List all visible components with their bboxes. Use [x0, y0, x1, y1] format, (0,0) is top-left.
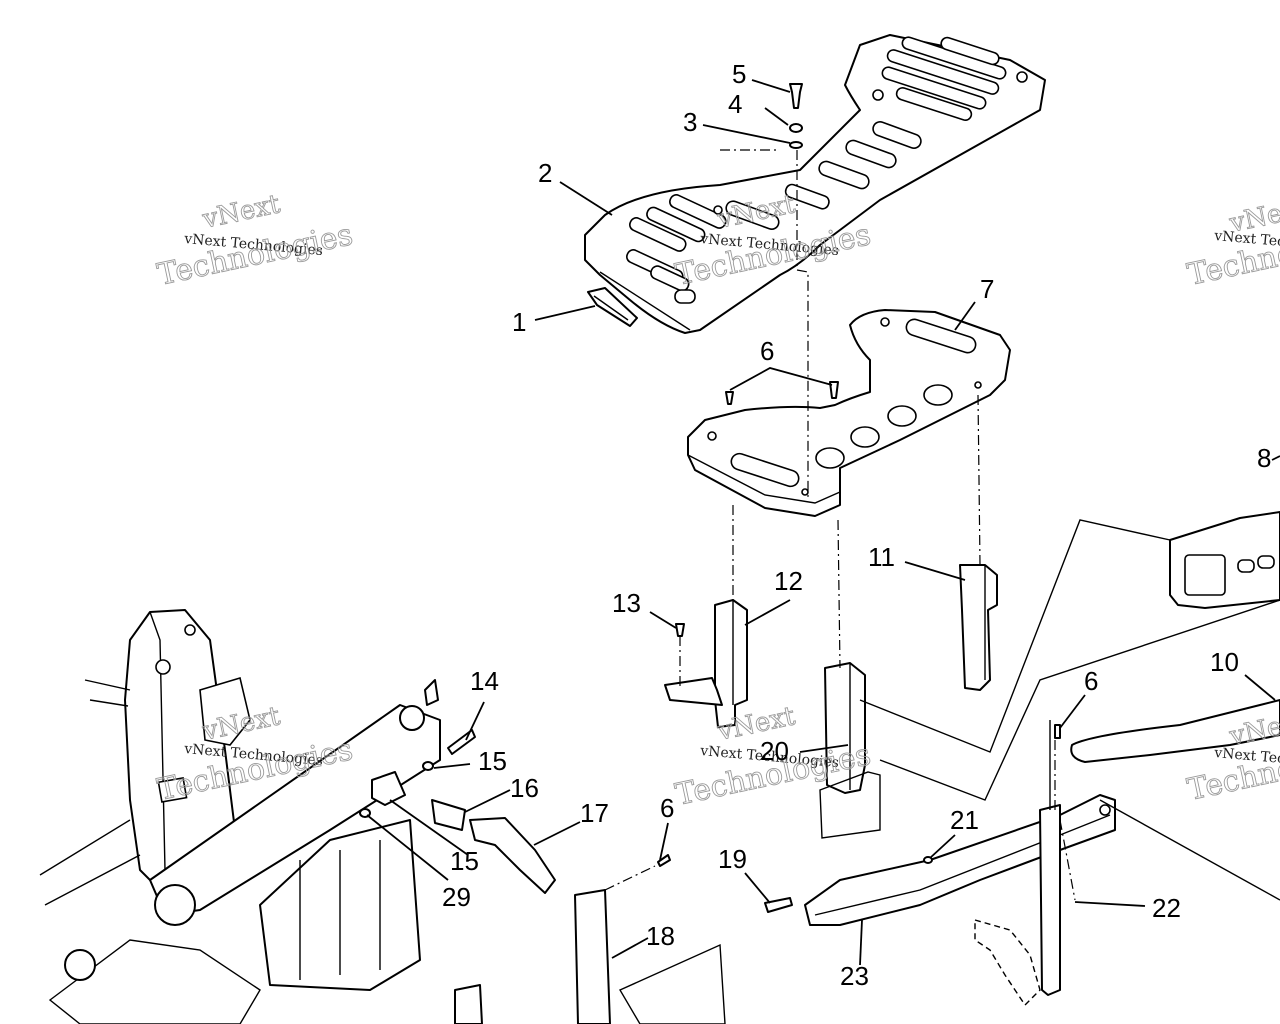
rear-rack [584, 34, 1046, 334]
bracket-11 [959, 564, 998, 691]
mounting-plate [687, 309, 1011, 517]
reflector [587, 287, 638, 327]
callout-19: 19 [718, 844, 747, 874]
frame-outline-3 [1099, 799, 1280, 901]
watermark-brand: vNext [199, 189, 283, 235]
callout-11: 11 [868, 542, 895, 572]
callout-22: 22 [1152, 893, 1181, 923]
callout-6: 6 [760, 336, 774, 366]
callout-14: 14 [470, 666, 499, 696]
callout-2: 2 [538, 158, 552, 188]
frame-outline [859, 519, 1171, 753]
callout-4: 4 [728, 89, 742, 119]
callout-29: 29 [442, 882, 471, 912]
callout-17: 17 [580, 798, 609, 828]
callout-6: 6 [1084, 666, 1098, 696]
callout-15: 15 [478, 746, 507, 776]
callout-21: 21 [950, 805, 979, 835]
vehicle-frame-left [39, 609, 1061, 1024]
washer-nut-bolt [789, 83, 803, 149]
callout-7: 7 [980, 274, 994, 304]
callout-1: 1 [512, 307, 526, 337]
callout-3: 3 [683, 107, 697, 137]
callout-16: 16 [510, 773, 539, 803]
callout-labels: 1 2 3 4 5 6 7 8 10 11 12 13 14 15 16 15 … [442, 59, 1271, 991]
callout-8: 8 [1257, 443, 1271, 473]
callout-5: 5 [732, 59, 746, 89]
callout-20: 20 [760, 736, 789, 766]
callout-6: 6 [660, 793, 674, 823]
watermarks: vNext vNext Technologies Technologies vN… [154, 189, 1280, 814]
callout-10: 10 [1210, 647, 1239, 677]
frame-outline-2 [879, 599, 1280, 801]
ghost-bracket [974, 919, 1041, 1007]
bolt-13 [675, 623, 685, 637]
callout-13: 13 [612, 588, 641, 618]
nut-21 [923, 856, 933, 864]
watermark-word: Technologies [154, 217, 355, 293]
bolt-19 [764, 897, 793, 913]
assembly-lines [604, 149, 1076, 901]
taillight-assembly [1169, 511, 1280, 609]
bracket-12 [664, 599, 748, 728]
leader-lines [366, 79, 1280, 966]
callout-18: 18 [646, 921, 675, 951]
bolt-6a [725, 391, 734, 405]
plate-shadow [819, 771, 881, 839]
rod-22 [1039, 720, 1061, 996]
bumper-10 [1070, 699, 1280, 763]
callout-15: 15 [450, 846, 479, 876]
callout-12: 12 [774, 566, 803, 596]
callout-23: 23 [840, 961, 869, 991]
bolt-6b [829, 381, 839, 399]
